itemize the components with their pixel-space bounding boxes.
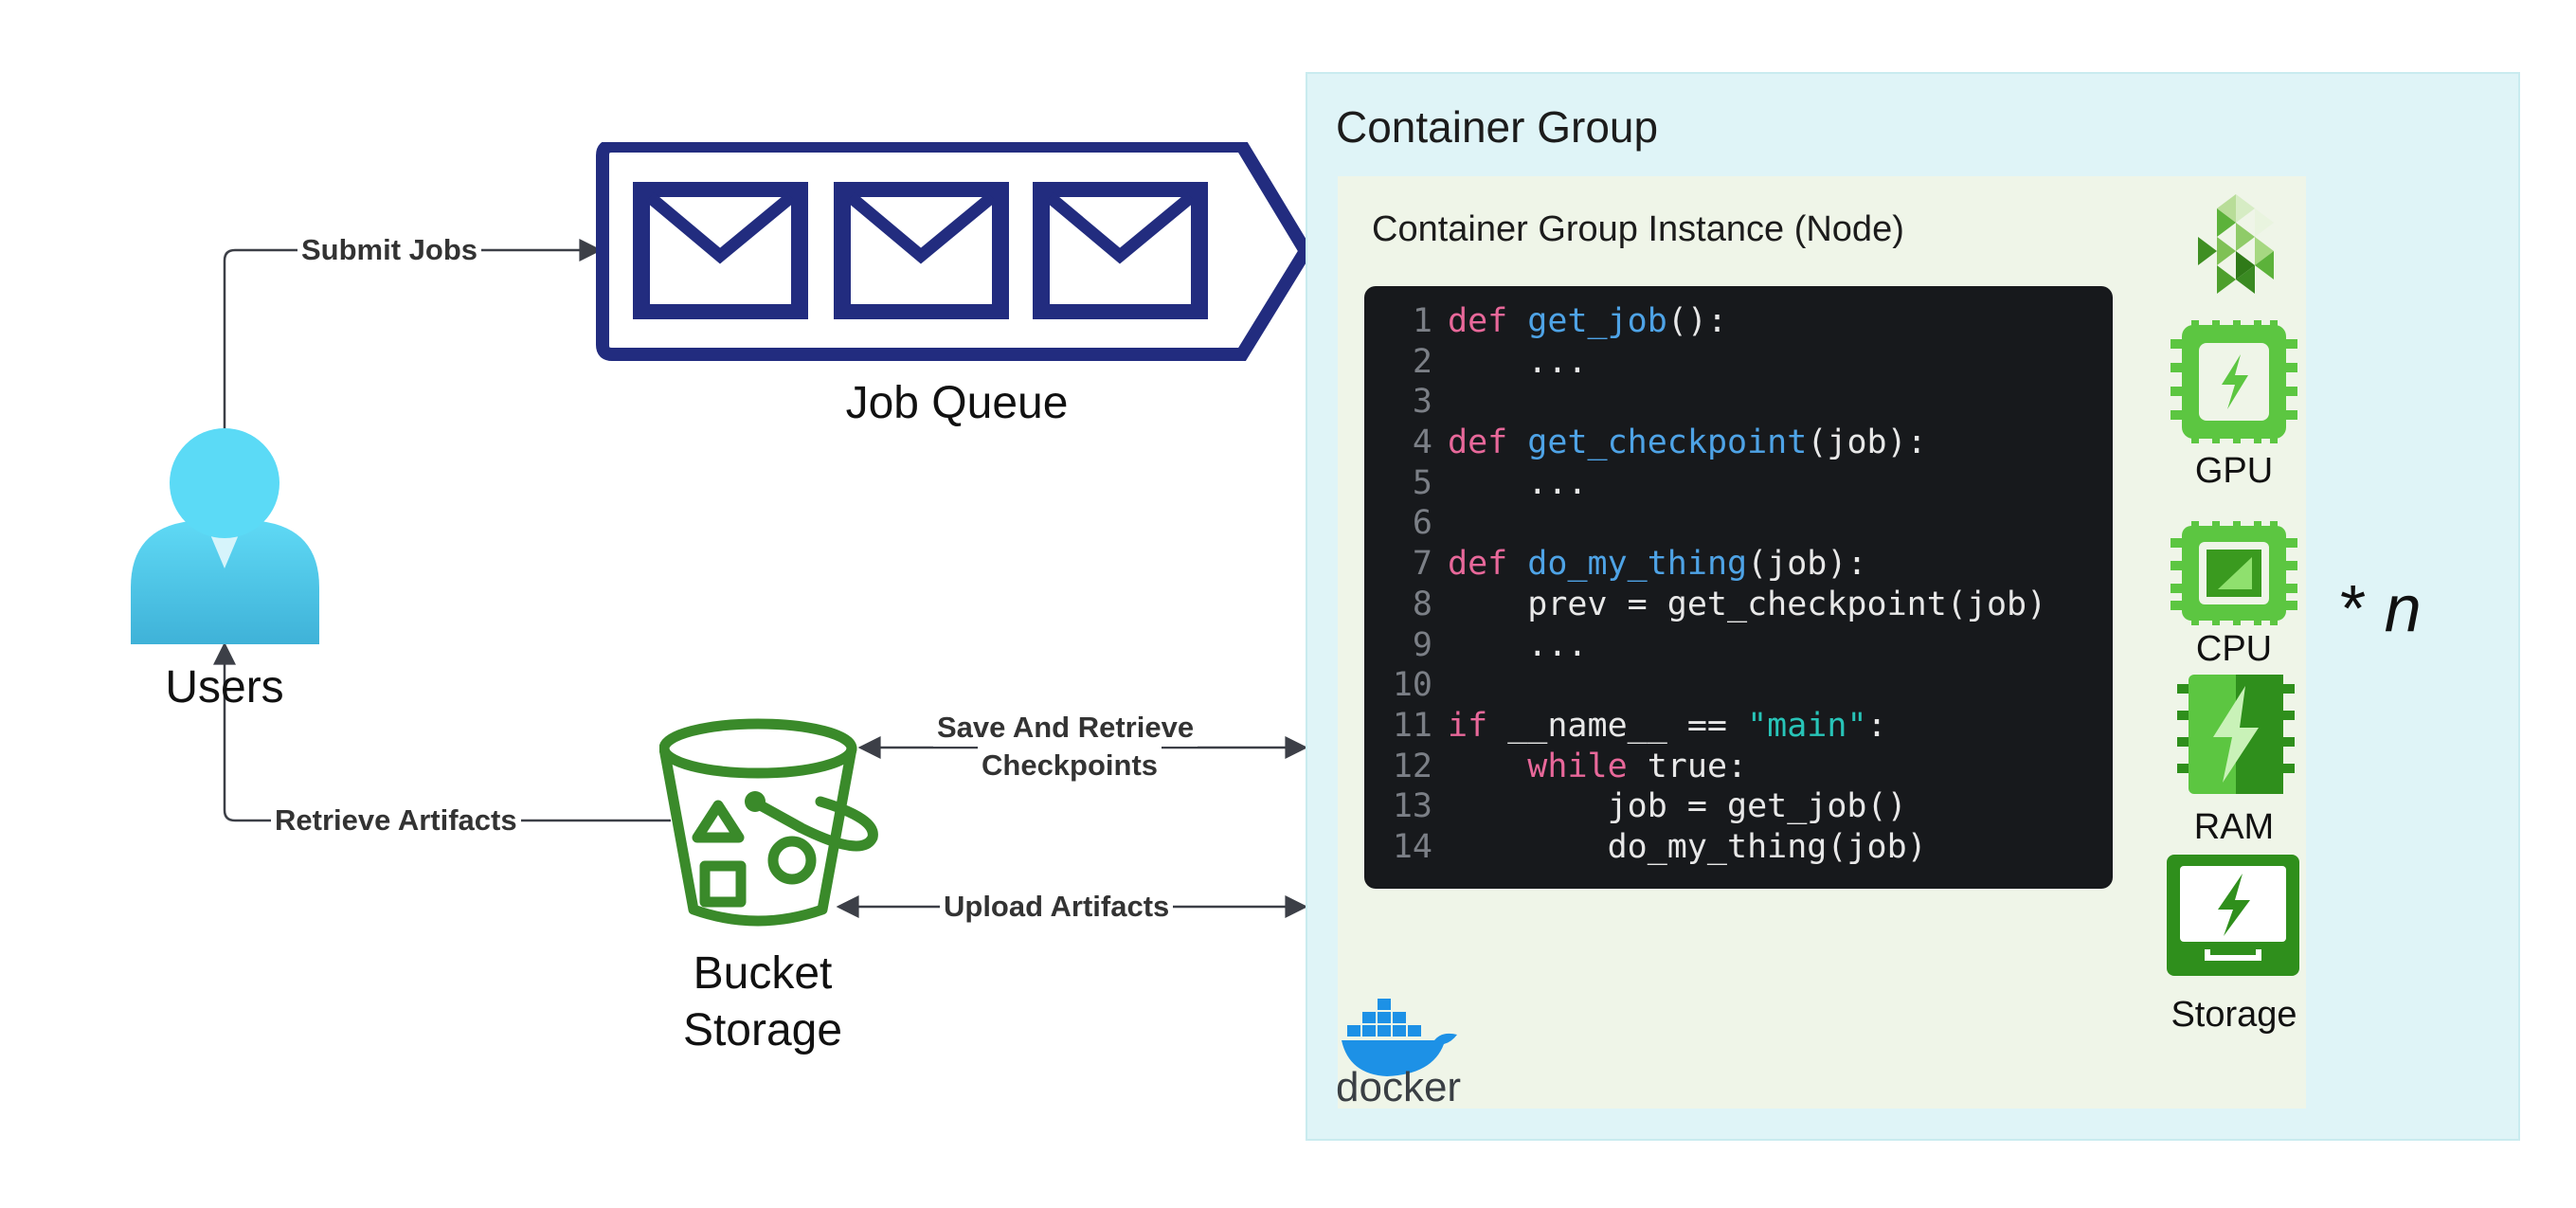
storage-drive-icon: [2167, 855, 2299, 976]
code-line: 4 def get_checkpoint(job):: [1364, 423, 2113, 463]
code-line: 7 def do_my_thing(job):: [1364, 544, 2113, 585]
code-token: if: [1448, 706, 1508, 745]
ram-chip-icon: [2177, 675, 2295, 794]
job-queue-label: Job Queue: [845, 378, 1069, 428]
line-number: 7: [1412, 545, 1432, 584]
code-line: 10: [1364, 665, 2113, 706]
code-line: 12 while true:: [1364, 747, 2113, 787]
code-text: def get_job():: [1448, 301, 1727, 342]
line-number: 12: [1392, 747, 1432, 785]
envelope-icon: [1033, 182, 1208, 319]
line-number: 1: [1412, 302, 1432, 340]
upload-artifacts-label: Upload Artifacts: [940, 888, 1174, 926]
code-text: def get_checkpoint(job):: [1448, 423, 1927, 463]
code-line: 11 if __name__ == "main":: [1364, 706, 2113, 747]
code-line: 13 job = get_job(): [1364, 786, 2113, 827]
checkpoints-label-line1: Save And Retrieve: [933, 709, 1198, 747]
line-number: 8: [1412, 585, 1432, 623]
container-group-instance-title: Container Group Instance (Node): [1372, 209, 1904, 249]
code-token: get_checkpoint: [1527, 424, 1808, 462]
ram-label: RAM: [2193, 807, 2275, 847]
code-line: 3: [1364, 382, 2113, 423]
code-token: (job):: [1747, 545, 1867, 584]
submit-jobs-label: Submit Jobs: [297, 231, 482, 269]
line-number: 3: [1412, 383, 1432, 422]
code-line: 2 ...: [1364, 342, 2113, 383]
code-token: [1448, 748, 1527, 785]
code-line: 9 ...: [1364, 625, 2113, 666]
code-line: 8 prev = get_checkpoint(job): [1364, 585, 2113, 625]
cpu-chip-icon: [2171, 521, 2297, 625]
code-token: def: [1448, 302, 1528, 340]
code-text: def do_my_thing(job):: [1448, 544, 1867, 585]
code-token: __name__ ==: [1507, 706, 1748, 745]
code-text: prev = get_checkpoint(job): [1448, 585, 2046, 625]
code-line: 5 ...: [1364, 463, 2113, 504]
salad-logo-icon: [2198, 194, 2274, 294]
code-token: ...: [1448, 463, 1588, 502]
code-text: do_my_thing(job): [1448, 827, 1927, 868]
code-line: 6: [1364, 503, 2113, 544]
gpu-label: GPU: [2194, 451, 2274, 491]
users-label: Users: [165, 662, 284, 712]
gpu-chip-icon: [2171, 320, 2297, 443]
code-token: do_my_thing(job): [1448, 827, 1927, 866]
storage-label: Storage: [2171, 995, 2297, 1035]
code-token: (job):: [1807, 424, 1927, 462]
line-number: 6: [1412, 504, 1432, 543]
retrieve-artifacts-label: Retrieve Artifacts: [271, 802, 521, 839]
checkpoints-label-line2: Checkpoints: [978, 747, 1162, 784]
code-token: ...: [1448, 625, 1588, 664]
line-number: 10: [1392, 666, 1432, 705]
code-token: ...: [1448, 342, 1588, 381]
code-text: if __name__ == "main":: [1448, 706, 1887, 747]
code-token: true:: [1647, 747, 1748, 785]
code-token: job = get_job(): [1448, 787, 1907, 826]
code-token: while: [1527, 747, 1648, 785]
line-number: 4: [1412, 424, 1432, 462]
code-token: def: [1448, 424, 1528, 462]
envelope-icon: [633, 182, 808, 319]
code-token: get_job: [1527, 302, 1667, 340]
line-number: 11: [1392, 706, 1432, 745]
container-group-title: Container Group: [1336, 102, 1659, 152]
line-number: 5: [1412, 463, 1432, 502]
line-number: 9: [1412, 625, 1432, 664]
code-line: 14 do_my_thing(job): [1364, 827, 2113, 868]
line-number: 13: [1392, 787, 1432, 826]
cpu-label: CPU: [2195, 629, 2273, 669]
bucket-storage-label-line2: Storage: [682, 1005, 843, 1055]
code-line: 1 def get_job():: [1364, 301, 2113, 342]
code-token: "main": [1747, 706, 1867, 745]
code-token: ():: [1666, 302, 1728, 340]
retrieve-artifacts-connector: [213, 641, 671, 822]
code-token: prev = get_checkpoint(job): [1448, 585, 2047, 623]
envelope-queue-icon: [596, 142, 1314, 361]
code-text: while true:: [1448, 747, 1747, 787]
code-token: do_my_thing: [1527, 545, 1748, 584]
code-text: job = get_job(): [1448, 786, 1907, 827]
code-text: ...: [1448, 342, 1588, 383]
code-text: ...: [1448, 463, 1588, 504]
line-number: 14: [1392, 827, 1432, 866]
code-token: def: [1448, 545, 1528, 584]
multiplier-prefix: *: [2340, 571, 2385, 645]
bucket-storage-label-line1: Bucket: [693, 948, 833, 999]
instance-multiplier: * n: [2340, 568, 2422, 648]
user-icon: [131, 428, 319, 644]
line-number: 2: [1412, 342, 1432, 381]
docker-logo-text: docker: [1336, 1064, 1462, 1110]
envelope-icon: [834, 182, 1009, 319]
multiplier-n: n: [2384, 571, 2422, 645]
submit-jobs-connector: [223, 239, 603, 431]
code-token: :: [1866, 706, 1887, 745]
docker-whale-icon: [1342, 999, 1457, 1076]
bucket-storage-icon: [659, 718, 878, 927]
code-text: ...: [1448, 625, 1588, 666]
